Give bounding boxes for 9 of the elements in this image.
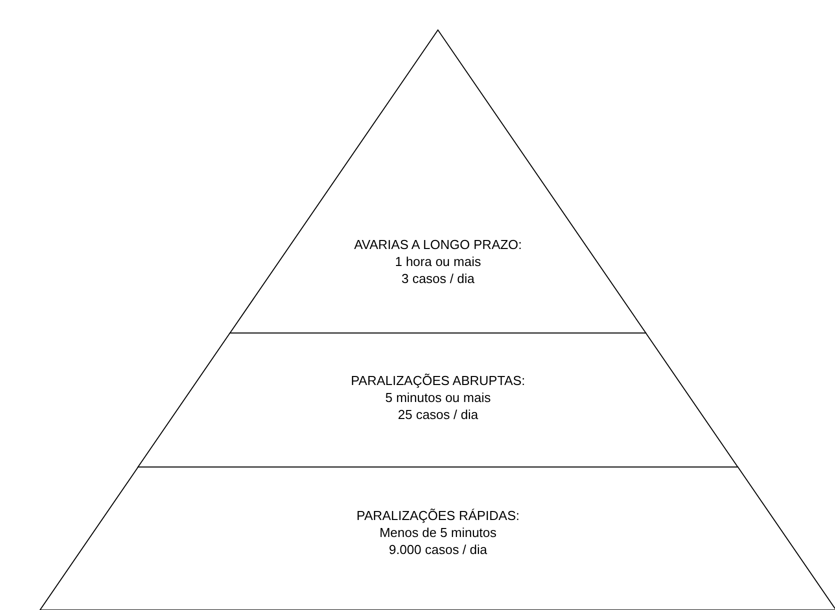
section-text: Menos de 5 minutos <box>379 524 497 541</box>
section-text: 1 hora ou mais <box>394 253 481 270</box>
section-heading: PARALIZAÇÕES ABRUPTAS: <box>350 372 526 389</box>
section-text: 25 casos / dia <box>398 406 478 423</box>
section-heading: AVARIAS A LONGO PRAZO: <box>354 236 522 253</box>
section-text: 3 casos / dia <box>401 270 474 287</box>
section-heading: PARALIZAÇÕES RÁPIDAS: <box>356 507 520 524</box>
section-text: 5 minutos ou mais <box>385 389 491 406</box>
section-text: 9.000 casos / dia <box>388 541 488 558</box>
